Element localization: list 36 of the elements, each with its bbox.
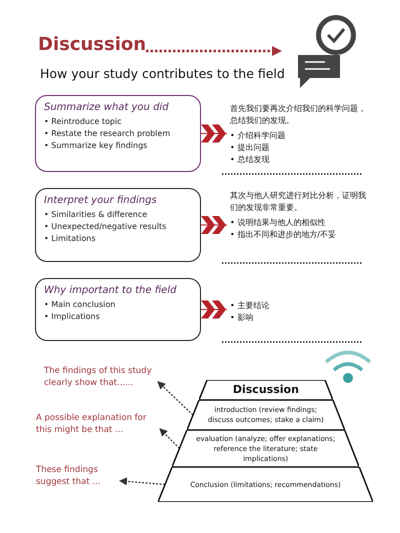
bullet-item: • Implications (44, 311, 101, 323)
bullet-item: • 介绍科学问题 (230, 130, 286, 142)
bullet-item: • 说明结果与他人的相似性 (230, 217, 326, 229)
pyramid-tier (186, 400, 345, 430)
card (35, 95, 201, 172)
card-heading: Why important to the field (44, 285, 178, 296)
bullet-item: • Main conclusion (44, 299, 116, 311)
bullet-item: • Unexpected/negative results (44, 221, 168, 233)
bullet-item: • Similarities & difference (44, 209, 148, 221)
bullet-item: • 提出问题 (230, 142, 270, 154)
pyramid-tier (198, 380, 333, 400)
bullet-item: • 总结发现 (230, 154, 270, 166)
title: Discussion (38, 34, 146, 55)
bullet-item: • 影响 (230, 312, 254, 324)
bullet-item: • Summarize key findings (44, 140, 148, 152)
bullet-item: • Restate the research problem (44, 128, 172, 140)
bullet-item: • Limitations (44, 233, 96, 245)
paragraph: 首先我们要再次介绍我们的科学问题，总结我们的发现。 (230, 103, 367, 127)
arrow (159, 428, 180, 449)
tier-text: Discussion (232, 385, 299, 395)
bullet-item: • 指出不同和进步的地方/不妥 (230, 229, 337, 241)
card (35, 188, 201, 262)
card-heading: Summarize what you did (44, 102, 170, 113)
pyramid-tier (158, 467, 373, 502)
card (35, 278, 201, 341)
bullet-item: • 主要结论 (230, 300, 270, 312)
example-phrase: These findings suggest that ... (36, 464, 102, 488)
arrow (119, 477, 166, 486)
subtitle: How your study contributes to the field (40, 66, 285, 81)
paragraph: 其次与他人研究进行对比分析，证明我们的发现非常重要。 (230, 190, 367, 214)
pyramid-tier (172, 430, 360, 467)
bullet-item: • Reintroduce topic (44, 116, 123, 128)
arrow (157, 381, 194, 416)
example-phrase: A possible explanation for this might be that ... (36, 412, 148, 436)
example-phrase: The findings of this study clearly show that...... (44, 365, 153, 389)
card-heading: Interpret your findings (44, 195, 158, 206)
